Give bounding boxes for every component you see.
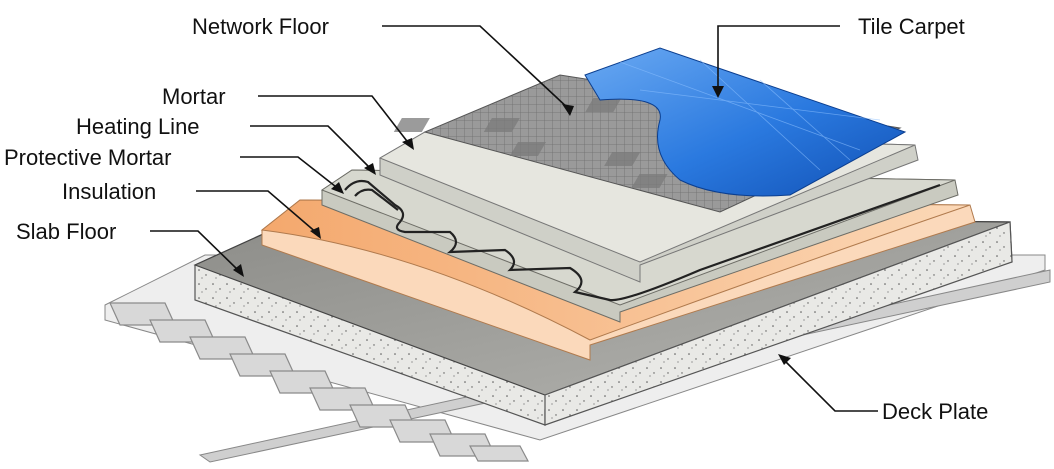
label-heating-line: Heating Line xyxy=(76,114,200,139)
label-slab-floor: Slab Floor xyxy=(16,219,116,244)
label-tile-carpet: Tile Carpet xyxy=(858,14,965,39)
label-insulation: Insulation xyxy=(62,179,156,204)
label-network-floor: Network Floor xyxy=(192,14,329,39)
labels: Network Floor Tile Carpet Mortar Heating… xyxy=(4,14,988,424)
heating-line xyxy=(344,179,941,302)
tile-carpet-layer xyxy=(584,47,907,197)
label-mortar: Mortar xyxy=(162,84,226,109)
label-deck-plate: Deck Plate xyxy=(882,399,988,424)
label-protective-mortar: Protective Mortar xyxy=(4,145,172,170)
leader-lines xyxy=(150,25,878,412)
